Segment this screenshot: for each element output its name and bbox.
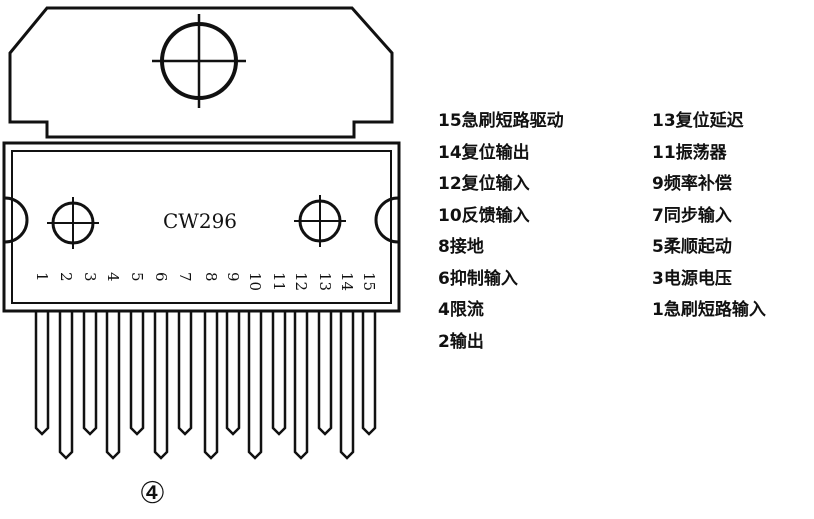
pin-lead xyxy=(58,311,74,460)
pin-number-label: 9 xyxy=(224,272,242,282)
package-body xyxy=(2,141,401,313)
pin-leads xyxy=(34,311,377,460)
pin-lead xyxy=(339,311,355,460)
pin-number-label: 12 xyxy=(292,272,310,291)
pin-function-item: 1急刷短路输入 xyxy=(652,300,766,320)
pin-number-label: 8 xyxy=(202,272,220,282)
pin-function-item: 11振荡器 xyxy=(652,142,727,163)
chip-model-label: CW296 xyxy=(163,209,237,233)
pin-function-item: 2输出 xyxy=(438,331,484,352)
pin-function-item: 14复位输出 xyxy=(438,142,530,163)
pin-number-label: 1 xyxy=(33,272,51,282)
pin-lead xyxy=(177,311,193,436)
pin-number-label: 7 xyxy=(176,272,194,282)
pin-function-item: 13复位延迟 xyxy=(652,111,744,131)
pin-function-list-left: 15急刷短路驱动 14复位输出 12复位输入 10反馈输入 8接地 6抑制输入 4限流 2输出 xyxy=(438,106,564,358)
pin-lead xyxy=(361,311,377,436)
right-body-hole-icon xyxy=(294,195,346,247)
pin-function-item: 5柔顺起动 xyxy=(652,237,732,257)
pin-function-item: 6抑制输入 xyxy=(438,268,518,289)
pin-lead xyxy=(225,311,241,436)
pin-lead xyxy=(293,311,309,460)
pin-lead xyxy=(105,311,121,460)
pin-lead xyxy=(317,311,333,436)
pin-lead xyxy=(82,311,98,436)
package-body-inner xyxy=(11,150,392,304)
pin-lead xyxy=(271,311,287,436)
pin-function-item: 12复位输入 xyxy=(438,174,530,194)
pin-function-item: 3电源电压 xyxy=(652,268,732,289)
pin-function-item: 4限流 xyxy=(438,300,484,320)
pin-number-label: 3 xyxy=(81,272,99,282)
pin-function-item: 10反馈输入 xyxy=(438,205,530,226)
pin-function-item: 15急刷短路驱动 xyxy=(438,111,564,131)
pin-number-label: 10 xyxy=(246,272,264,291)
pin-lead xyxy=(203,311,219,460)
right-side-notch xyxy=(374,196,399,244)
pin-number-label: 4 xyxy=(104,272,122,282)
pin-number-label: 14 xyxy=(338,272,356,291)
pin-function-item: 7同步输入 xyxy=(652,205,732,226)
left-side-notch xyxy=(4,196,29,244)
pin-number-label: 11 xyxy=(270,272,288,291)
tab-mounting-hole-icon xyxy=(152,14,246,108)
pin-number-label: 2 xyxy=(57,272,75,282)
pin-function-list-right: 13复位延迟 11振荡器 9频率补偿 7同步输入 5柔顺起动 3电源电压 1急刷短路输入 xyxy=(652,106,766,327)
pin-function-item: 9频率补偿 xyxy=(652,174,732,194)
pin-lead xyxy=(34,311,50,436)
pin-function-item: 8接地 xyxy=(438,237,484,257)
pin-number-label: 5 xyxy=(128,272,146,282)
heat-sink-tab xyxy=(8,6,394,139)
pin-number-label: 15 xyxy=(360,272,378,291)
pin-number-label: 6 xyxy=(152,272,170,282)
pin-number-label: 13 xyxy=(316,272,334,291)
left-body-hole-icon xyxy=(47,197,99,249)
pin-lead xyxy=(247,311,263,460)
pin-lead xyxy=(153,311,169,460)
figure-number-label: ④ xyxy=(139,476,166,511)
pin-lead xyxy=(129,311,145,436)
